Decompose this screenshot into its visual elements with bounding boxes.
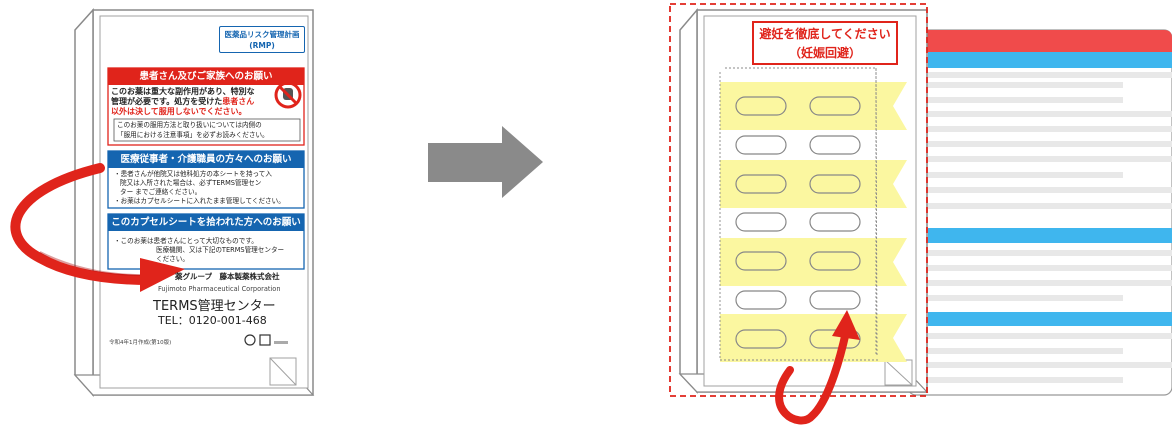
found-item-1: ・このお薬は患者さんにとって大切なものです。	[114, 237, 258, 245]
company-group: 薬グループ 藤本製薬株式会社	[175, 272, 280, 281]
contraception-warning: 避妊を徹底してください （妊娠回避）	[752, 21, 898, 65]
blister-strips	[720, 82, 907, 362]
patient-text-line2-b: 患者さん	[222, 97, 255, 106]
patient-text-line2-a: 管理が必要です。処方を受けた	[111, 97, 223, 106]
capsules	[735, 96, 861, 349]
patient-section-header: 患者さん及びご家族へのお願い	[108, 68, 304, 85]
rmp-badge-line2: (RMP)	[249, 41, 275, 50]
rotate-arrow-left-icon	[10, 163, 185, 292]
warning-line1: 避妊を徹底してください	[759, 27, 891, 41]
staff-item-4: ・お薬はカプセルシートに入れたまま管理してください。	[114, 197, 285, 205]
company-en: Fujimoto Pharmaceutical Corporation	[158, 285, 281, 293]
warning-line2: （妊娠回避）	[788, 46, 861, 60]
capsule-card	[678, 7, 929, 394]
highlight-dashed-frame	[669, 3, 928, 397]
staff-section-header: 医療従事者・介護職員の方々へのお願い	[108, 151, 304, 168]
center-name: TERMS管理センター	[153, 299, 276, 314]
patient-note-line2: 「服用における注意事項」を必ずお読みください。	[117, 131, 269, 139]
rmp-badge-line1: 医薬品リスク管理計画	[224, 30, 300, 39]
footnote: 令和4年1月作成(第10版)	[109, 340, 172, 346]
found-section-header: このカプセルシートを拾われた方へのお願い	[108, 214, 304, 231]
patient-text-line1: このお薬は重大な副作用があり、特別な	[111, 87, 255, 96]
transition-arrow-icon	[428, 126, 543, 198]
no-hand-icon	[274, 81, 302, 109]
patient-text-line2: 管理が必要です。処方を受けた患者さん	[111, 97, 254, 107]
rmp-badge: 医薬品リスク管理計画 (RMP)	[219, 26, 305, 53]
staff-item-2: 院又は入所された場合は、必ずTERMS管理セン	[120, 179, 262, 187]
found-item-2: 医療機関、又は下記のTERMS管理センター	[156, 246, 285, 254]
flip-arrow-icon	[775, 310, 860, 425]
patient-text-line3: 以外は決して服用しないでください。	[111, 107, 247, 116]
staff-item-1: ・患者さんが他院又は他科処方の本シートを持って入	[114, 170, 272, 178]
center-phone: TEL：0120-001-468	[158, 314, 267, 327]
found-item-3: ください。	[156, 255, 189, 263]
staff-item-3: ター までご連絡ください。	[120, 188, 202, 196]
recycle-icons	[244, 334, 288, 346]
info-sheet	[907, 29, 1172, 396]
patient-note-line1: このお薬の服用方法と取り扱いについては内側の	[117, 121, 262, 129]
